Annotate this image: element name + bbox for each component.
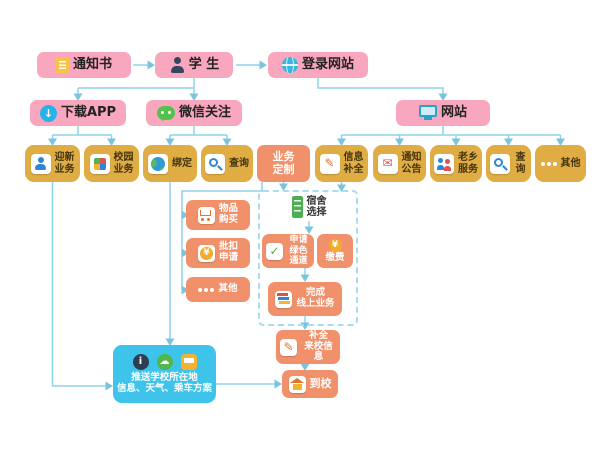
online-business-group [258,190,358,326]
monitor-icon [418,104,437,117]
deduct-label: 批扣 申请 [218,241,238,263]
mail-icon [382,157,392,170]
buy-label: 物品 购买 [218,203,238,225]
search-icon [208,157,222,171]
web-label: 网站 [440,104,467,120]
node-hometown-service: 老乡 服务 [430,145,482,182]
other-web-label: 其他 [560,157,581,169]
info-icon [132,353,149,370]
app-label: 下载APP [60,104,117,120]
weather-icon [156,353,173,370]
announce-label: 通知 公告 [401,152,422,175]
node-wechat-follow: 微信关注 [146,100,242,126]
node-login-website: 登录网站 [268,52,368,78]
search-icon [493,157,507,171]
push-label: 推送学校所在地 信息、天气、乘车方案 [116,371,212,394]
wechat-icon [156,106,175,121]
notice-label: 通知书 [72,56,112,72]
locker-icon [291,196,303,218]
node-business-custom: 业务 定制 [257,145,310,182]
complete-info-label: 补全 来校信息 [304,329,333,363]
arrive-label: 到校 [309,376,332,390]
node-push-info: 推送学校所在地 信息、天气、乘车方案 [113,345,216,403]
student-label: 学 生 [188,56,220,72]
transport-icon [180,353,197,370]
node-dorm-select: 宿舍 选择 [272,193,346,221]
cards-icon [276,293,291,305]
info-fill-label: 信息 补全 [343,152,364,175]
query-wechat-label: 查询 [229,157,249,169]
node-other-web: 其他 [535,145,586,182]
node-other-tasks: 其他 [186,277,250,302]
node-info-fill: 信息 补全 [315,145,368,182]
green-check-icon [269,245,279,258]
campus-grid-icon [93,157,106,170]
node-campus-business: 校园 业务 [84,145,139,182]
node-batch-deduction: 批扣 申请 [186,238,250,268]
cart-icon [199,209,213,221]
query-web-label: 查询 [515,152,526,175]
node-complete-info: 补全 来校信息 [276,330,340,364]
node-bind: 绑定 [143,145,197,182]
campus-label: 校园 业务 [113,152,134,175]
node-finish-online: 完成 线上业务 [268,282,342,316]
node-welcome-business: 迎新 业务 [25,145,80,182]
student-icon [169,57,185,73]
person-icon [34,157,47,170]
node-download-app: 下载APP [30,100,126,126]
node-item-purchase: 物品 购买 [186,200,250,230]
download-icon [39,104,57,122]
earth-icon [151,156,165,171]
money-icon [328,238,342,252]
node-website: 网站 [396,100,490,126]
wechat-label: 微信关注 [178,104,231,120]
node-announcements: 通知 公告 [373,145,426,182]
node-pay: 缴费 [317,234,353,268]
hometown-label: 老乡 服务 [458,152,478,175]
node-student: 学 生 [155,52,233,78]
node-green-channel: 申请 绿色通道 [262,234,314,268]
other-tasks-label: 其他 [218,283,238,295]
coin-icon [199,246,213,260]
people-icon [436,157,452,170]
dorm-label: 宿舍 选择 [306,195,327,219]
welcome-label: 迎新 业务 [54,152,75,175]
green-channel-label: 申请 绿色通道 [289,235,308,267]
node-notice: 通知书 [37,52,131,78]
bind-label: 绑定 [172,157,192,169]
dots-icon [198,287,214,292]
custom-label: 业务 定制 [272,149,295,176]
pencil-icon [324,157,334,170]
school-icon [289,378,305,390]
pay-label: 缴费 [325,251,345,263]
dots-icon [540,161,557,166]
node-arrive-school: 到校 [282,370,338,398]
node-query-wechat: 查询 [201,145,253,182]
login-label: 登录网站 [301,56,354,72]
node-query-web: 查询 [486,145,531,182]
globe-icon [281,57,298,73]
pencil-icon [283,341,293,354]
document-icon [55,57,69,73]
finish-online-label: 完成 线上业务 [296,287,335,309]
